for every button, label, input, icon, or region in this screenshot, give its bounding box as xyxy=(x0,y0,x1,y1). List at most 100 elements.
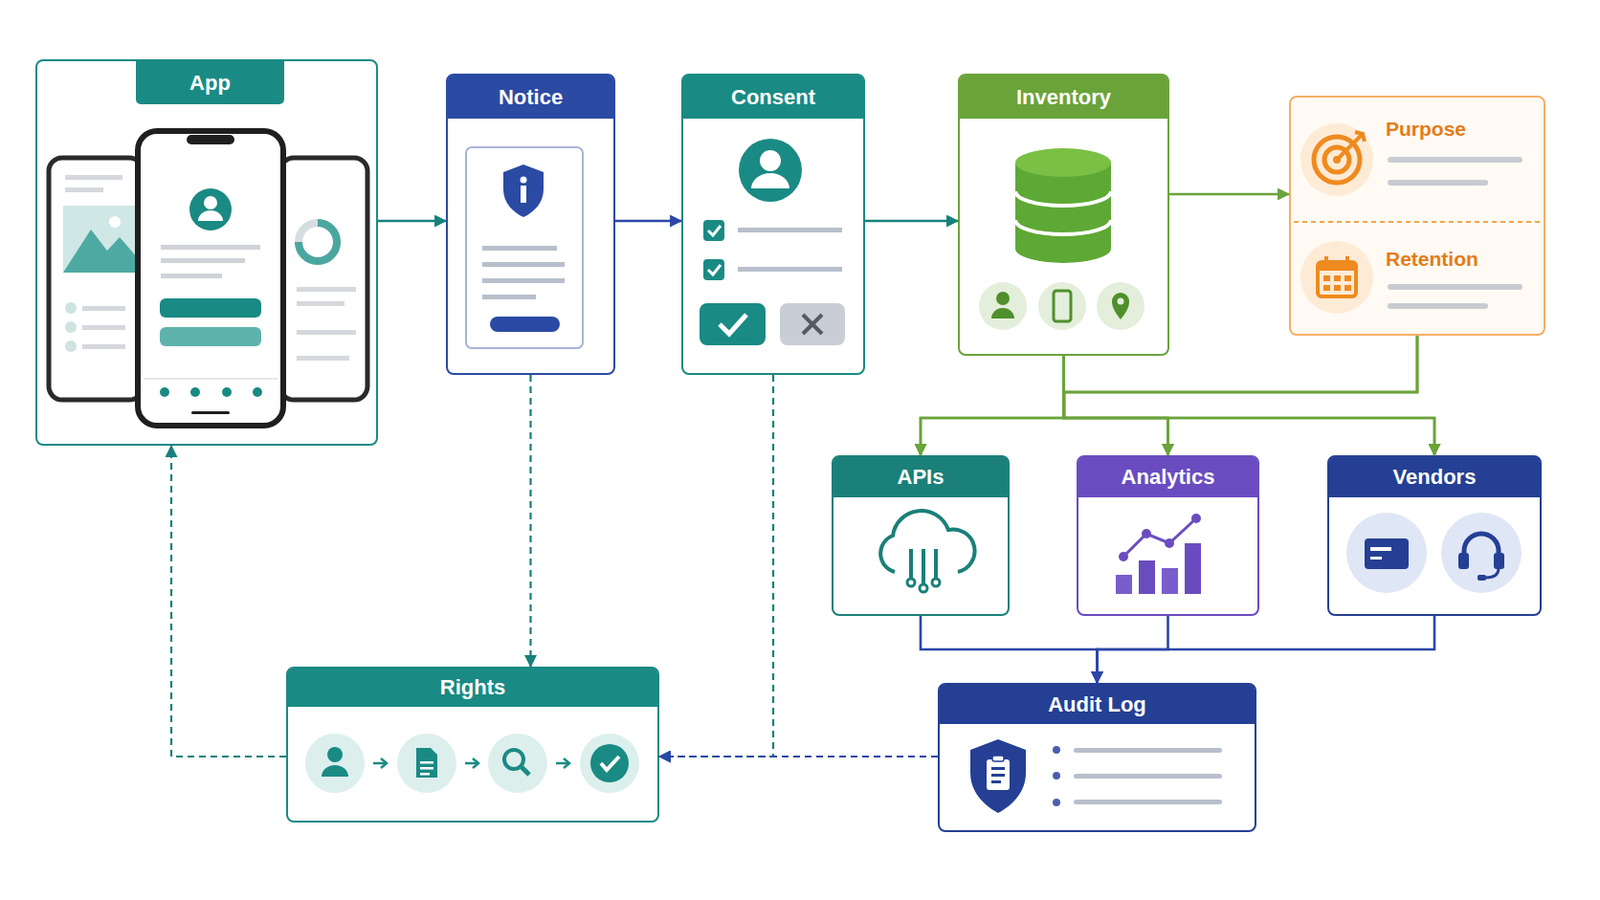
screen-button xyxy=(159,298,262,318)
icon-badge xyxy=(1346,512,1427,594)
phone-left xyxy=(48,157,143,400)
avatar-icon xyxy=(189,188,232,231)
node-header: Vendors xyxy=(1329,457,1540,498)
phone-body xyxy=(137,131,284,426)
person-head xyxy=(327,747,343,763)
calendar-cell xyxy=(1344,285,1352,291)
database-top xyxy=(1015,148,1112,178)
node-header: Analytics xyxy=(1078,457,1258,498)
text-line xyxy=(1387,179,1489,186)
screen-line xyxy=(296,355,350,361)
clipboard-line xyxy=(991,774,1005,778)
text-line xyxy=(1387,284,1523,290)
nav-icon xyxy=(222,387,232,398)
target-arrow xyxy=(1336,133,1363,160)
apis-box: APIs xyxy=(831,455,1010,617)
reject-button xyxy=(779,303,845,346)
phone-body xyxy=(280,157,368,400)
prong-end xyxy=(932,578,940,587)
node-header: App xyxy=(135,61,285,105)
flow-connector xyxy=(1064,355,1169,456)
location-pin xyxy=(1111,292,1130,320)
api-cloud-icon xyxy=(880,511,975,593)
flow-connector xyxy=(1064,335,1435,456)
calendar-frame xyxy=(1317,262,1356,297)
flow-connector xyxy=(377,220,446,223)
section-heading: Purpose xyxy=(1385,117,1467,141)
avatar-body xyxy=(198,210,223,222)
purpose-illustration xyxy=(1293,123,1541,314)
icon-badge xyxy=(1441,512,1522,594)
cloud-prong xyxy=(909,549,913,578)
flow-connector xyxy=(1064,355,1436,456)
consent-box: Consent xyxy=(681,73,866,376)
notice-card xyxy=(466,147,583,349)
checkmark xyxy=(708,265,721,275)
chart-bar xyxy=(1161,568,1178,595)
text-line xyxy=(1387,303,1489,310)
notice-box: Notice xyxy=(445,73,616,376)
rights-box: Rights xyxy=(286,666,660,823)
text-line xyxy=(737,266,843,272)
info-shield xyxy=(503,164,544,218)
database-body xyxy=(1015,162,1112,249)
icon-badge xyxy=(1300,123,1374,197)
sun-dot xyxy=(109,216,121,228)
payment-card xyxy=(1364,538,1409,570)
log-line xyxy=(1073,774,1223,779)
node-header: Rights xyxy=(288,668,658,708)
headset-mic xyxy=(1485,568,1499,578)
screen-line xyxy=(82,344,126,350)
flow-connector xyxy=(920,335,1418,456)
target-ring xyxy=(1324,147,1350,173)
checkbox xyxy=(703,259,725,281)
inventory-illustration xyxy=(978,148,1145,331)
info-stem xyxy=(520,185,527,203)
audit-illustration xyxy=(970,739,1223,814)
image-frame xyxy=(63,205,138,273)
data-type-badge xyxy=(1096,282,1145,331)
flow-connector xyxy=(865,220,958,223)
notice-button xyxy=(489,316,560,333)
nav-icon xyxy=(252,387,263,398)
document-line xyxy=(420,761,434,765)
home-indicator xyxy=(191,411,230,415)
chart-bar xyxy=(1115,575,1133,595)
done-check xyxy=(600,756,620,771)
data-type-badge xyxy=(1038,282,1087,331)
step-arrow xyxy=(472,758,479,769)
search-handle xyxy=(520,766,530,776)
document-line xyxy=(420,767,434,771)
step-arrow xyxy=(563,758,570,769)
headset-band xyxy=(1464,533,1499,559)
purpose-retention-box: PurposeRetention xyxy=(1288,95,1546,336)
clipboard-line xyxy=(991,767,1005,771)
avatar-head xyxy=(203,196,218,210)
screen-line xyxy=(82,306,126,312)
vendor-icons xyxy=(1346,512,1522,594)
data-type-badge xyxy=(978,282,1027,331)
node-header: APIs xyxy=(833,457,1008,498)
clipboard-line xyxy=(991,780,1001,784)
calendar-bar xyxy=(1317,262,1356,271)
screen-line xyxy=(65,187,104,193)
calendar-ring xyxy=(1345,256,1350,267)
reject-x xyxy=(802,314,823,334)
phone-notch xyxy=(186,134,235,145)
trend-dot xyxy=(1191,513,1201,524)
log-bullet xyxy=(1052,772,1061,780)
calendar-ring xyxy=(1324,256,1329,267)
node-header: Notice xyxy=(447,75,614,119)
vendors-box: Vendors xyxy=(1327,455,1542,617)
step-badge xyxy=(579,733,640,794)
checkbox xyxy=(703,220,725,242)
avatar-icon xyxy=(738,138,802,202)
notice-illustration xyxy=(466,147,583,349)
audit-shield xyxy=(970,739,1026,814)
cloud-prong xyxy=(933,549,938,578)
text-line xyxy=(482,262,565,267)
screen-line xyxy=(296,330,356,335)
mountain-image xyxy=(63,229,138,273)
